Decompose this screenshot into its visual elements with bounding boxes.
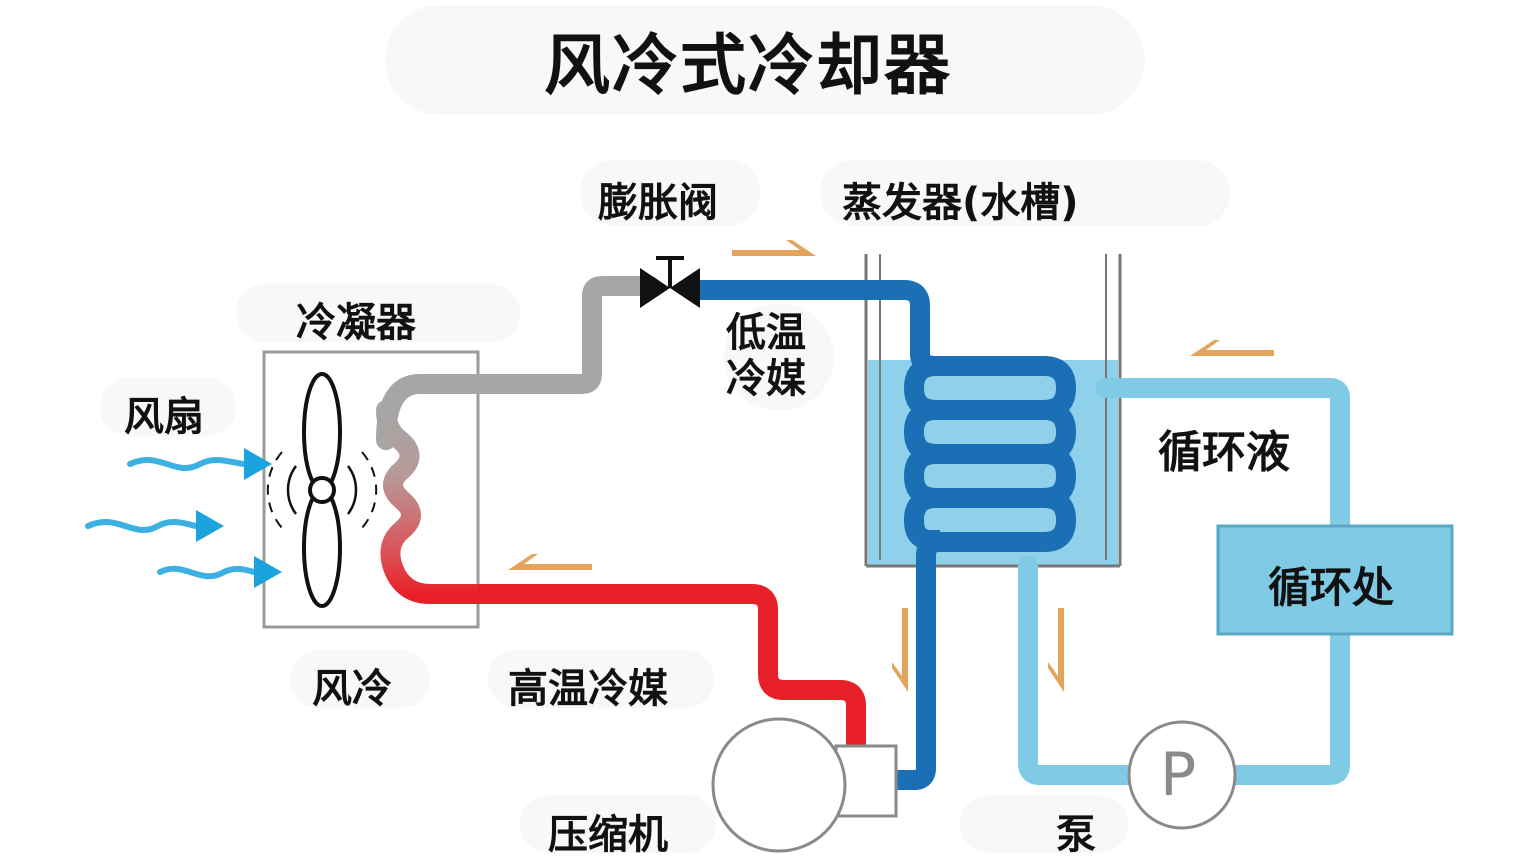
high-temp-refrigerant-line: [478, 584, 866, 752]
high-temp-label-background: [488, 650, 714, 708]
condenser-box: [262, 350, 480, 629]
pump-label: 泵: [1056, 812, 1096, 858]
air-flow-arrow-icon: [85, 448, 282, 588]
circulation-point-label: 循环处: [1268, 563, 1395, 612]
compressor-label: 压缩机: [548, 812, 668, 858]
evaporator-label-background: [820, 160, 1230, 226]
low-temp-refrigerant-line: [896, 356, 1076, 790]
low-temp-refrigerant-label: 低温 冷媒: [726, 310, 806, 402]
compressor-icon: [711, 717, 898, 853]
fan-label-background: [100, 378, 236, 436]
condenser-label: 冷凝器: [296, 300, 416, 346]
condenser-coil: [376, 400, 488, 604]
fan-icon: [266, 372, 378, 608]
air-cooled-label-background: [290, 650, 430, 708]
pump-label-background: [960, 795, 1128, 853]
evaporator-label: 蒸发器(水槽): [842, 180, 1079, 226]
gray-refrigerant-line: [376, 276, 660, 450]
air-cooled-label: 风冷: [312, 666, 392, 712]
page-title: 风冷式冷却器: [544, 27, 952, 104]
valve-icon: [640, 256, 700, 308]
compressor-label-background: [520, 795, 716, 853]
circulation-point-box: [1216, 524, 1454, 636]
circulating-fluid-label: 循环液: [1158, 427, 1290, 478]
valve-label-background: [580, 160, 760, 226]
flow-direction-arrow-icon: [508, 240, 1274, 692]
pump-symbol-label: P: [1160, 740, 1197, 810]
low-temp-line-2: 冷媒: [726, 356, 806, 402]
title-background: [385, 5, 1145, 115]
expansion-valve-label: 膨胀阀: [598, 180, 718, 226]
low-temp-label-background: [724, 304, 834, 410]
high-temp-refrigerant-label: 高温冷媒: [508, 666, 668, 712]
pump-icon: [1127, 720, 1237, 830]
fan-label: 风扇: [124, 394, 204, 440]
condenser-label-background: [236, 284, 520, 342]
low-temp-line-1: 低温: [726, 310, 806, 356]
circulating-fluid-loop: [1018, 378, 1350, 785]
